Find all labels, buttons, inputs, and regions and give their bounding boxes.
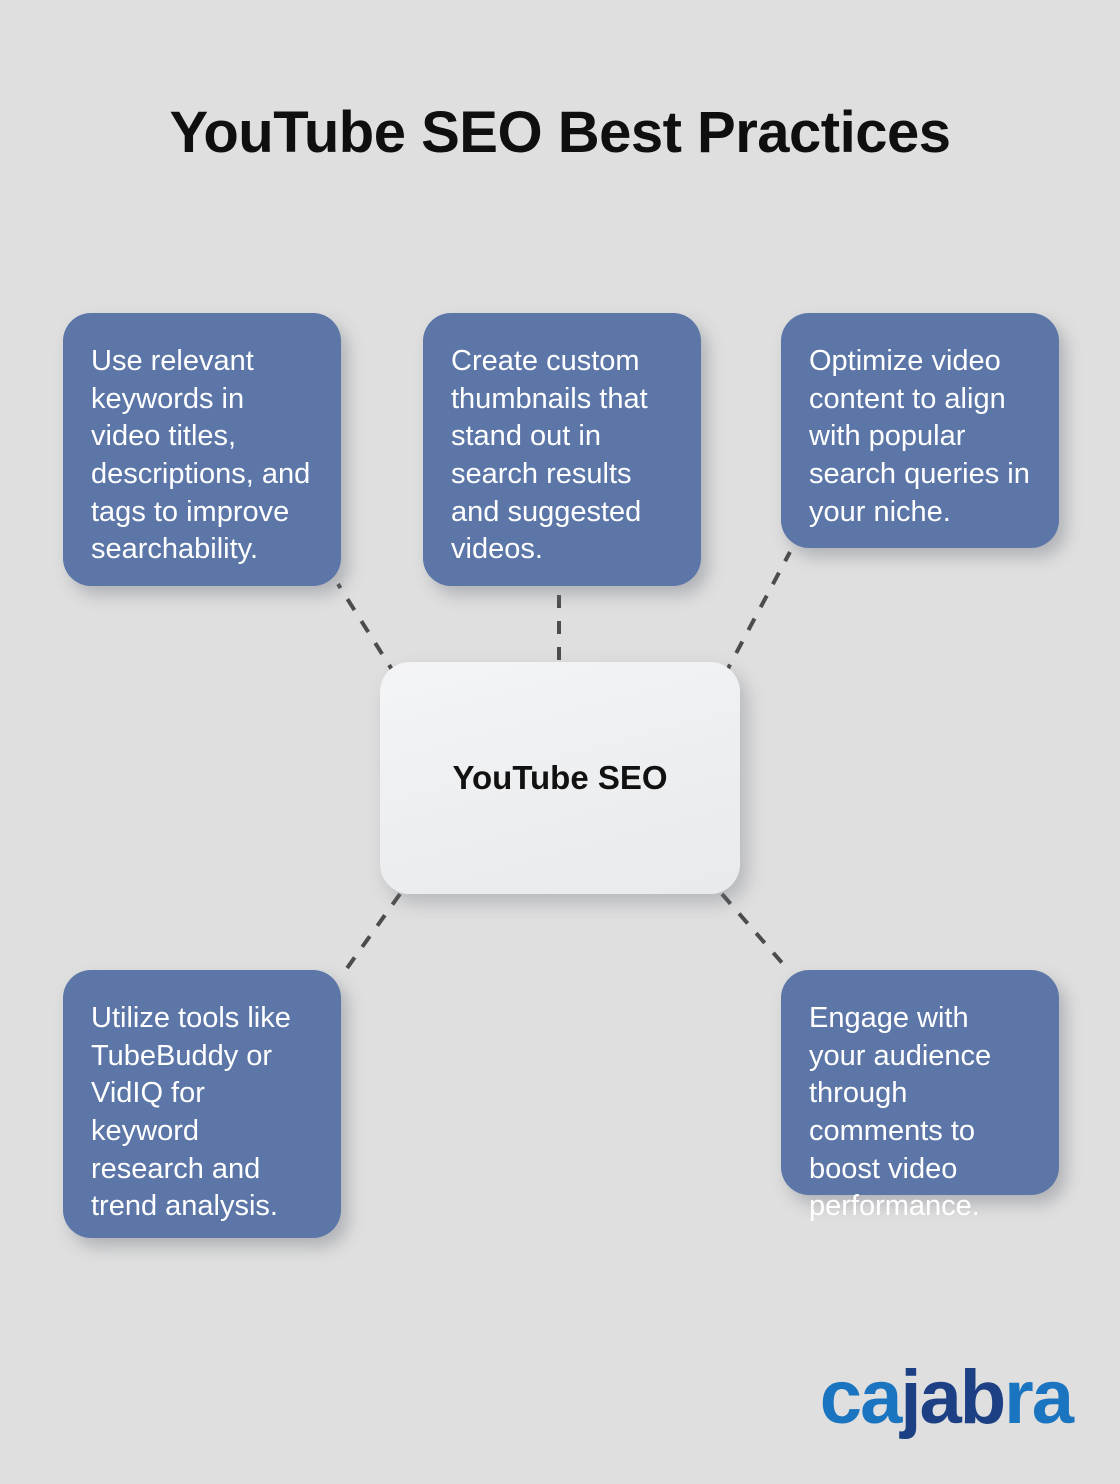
node-engage[interactable]: Engage with your audience through commen… <box>781 970 1059 1222</box>
cajabra-logo: cajabra <box>820 1360 1074 1436</box>
page-title: YouTube SEO Best Practices <box>169 100 952 165</box>
node-thumbnails-text: Create custom thumbnails that stand out … <box>451 345 648 566</box>
node-optimize-text: Optimize video content to align with pop… <box>809 345 1030 528</box>
logo-part-jab: jab <box>900 1355 1006 1440</box>
node-engage-text: Engage with your audience through commen… <box>809 1002 992 1223</box>
connector-center-to-optimize <box>722 551 792 677</box>
connector-center-to-keywords <box>336 582 398 678</box>
connector-center-to-engage <box>720 892 792 974</box>
node-tools[interactable]: Utilize tools like TubeBuddy or VidIQ fo… <box>63 970 341 1238</box>
node-tools-text: Utilize tools like TubeBuddy or VidIQ fo… <box>91 1002 291 1223</box>
logo-part-ra: ra <box>1004 1355 1074 1440</box>
node-optimize[interactable]: Optimize video content to align with pop… <box>781 313 1059 548</box>
connector-center-to-tools <box>338 892 402 980</box>
logo-part-ca: ca <box>819 1355 903 1440</box>
node-keywords[interactable]: Use relevant keywords in video titles, d… <box>63 313 341 586</box>
node-thumbnails[interactable]: Create custom thumbnails that stand out … <box>423 313 701 586</box>
center-node-label: YouTube SEO <box>452 759 668 796</box>
center-node-youtube-seo[interactable]: YouTube SEO <box>380 662 740 894</box>
node-keywords-text: Use relevant keywords in video titles, d… <box>91 345 311 566</box>
